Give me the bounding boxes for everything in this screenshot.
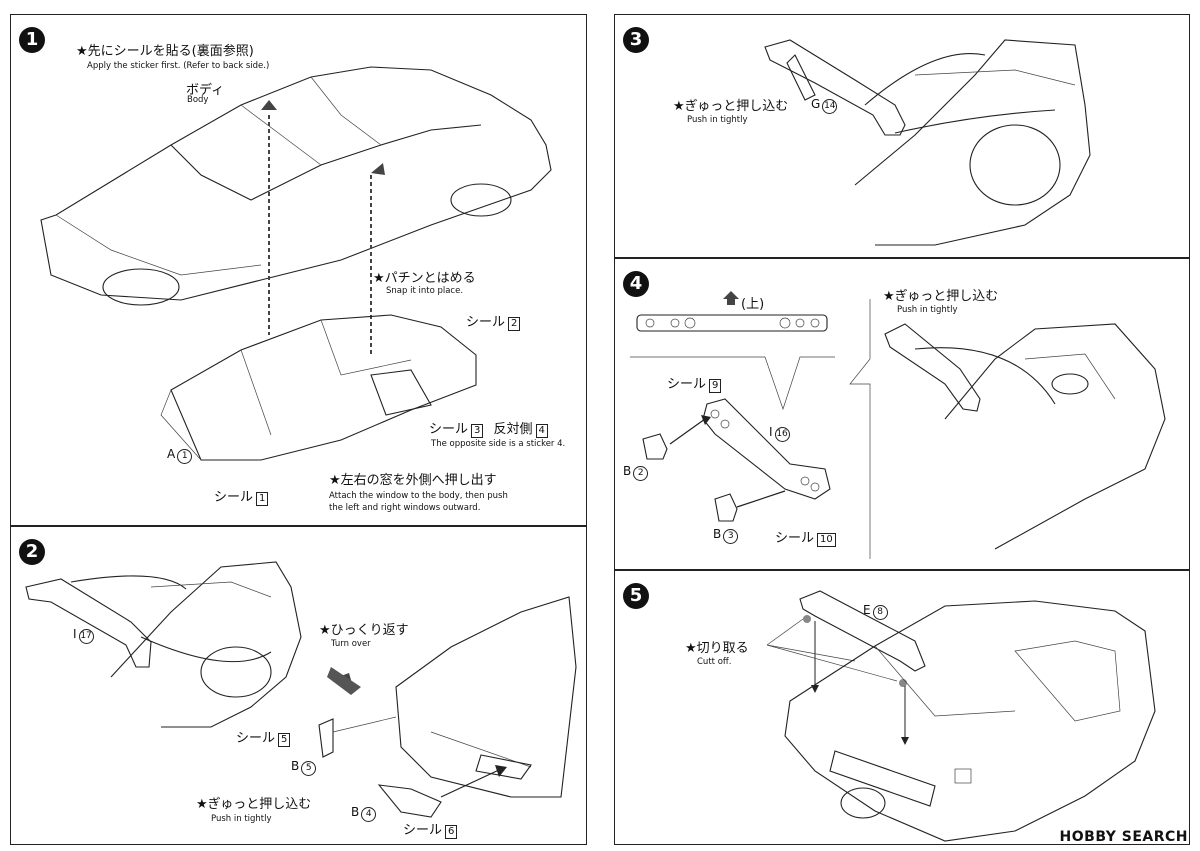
part-i-number: 17: [78, 629, 94, 644]
part-g-number: 14: [822, 99, 838, 114]
seal-1-text: シール: [214, 490, 254, 505]
seal-2-number: 2: [508, 317, 521, 331]
push-label-en-4: Push in tightly: [897, 305, 958, 315]
step-5-illustration: [766, 590, 1156, 842]
part-a-letter: A: [167, 447, 176, 461]
step-3-illustration: [764, 39, 1091, 246]
part-i16-number: 16: [774, 427, 790, 442]
part-b5-number: 5: [301, 761, 317, 776]
part-b2-letter: B: [623, 464, 632, 478]
step-1-panel: 1 ★先にシールを貼る(裏面参照) Apply the sticker firs…: [10, 14, 587, 526]
opposite-number: 4: [535, 424, 548, 438]
step-5-number: 5: [623, 583, 649, 609]
step-4-number: 4: [623, 271, 649, 297]
up-label-jp: (上): [741, 297, 765, 312]
push-label-jp-4: ★ぎゅっと押し込む: [883, 289, 999, 304]
turn-label-jp: ★ひっくり返す: [319, 623, 409, 638]
cut-label-en: Cutt off.: [697, 657, 732, 667]
seal-1-number: 1: [256, 492, 269, 506]
seal-9-number: 9: [709, 379, 722, 393]
part-b5-letter: B: [291, 759, 300, 773]
part-i-letter: I: [73, 627, 77, 641]
step-3-number: 3: [623, 27, 649, 53]
body-label-jp: ボディ: [186, 83, 225, 98]
seal-5-text: シール: [236, 731, 276, 746]
push-label-en-2: Push in tightly: [211, 814, 272, 824]
seal-10-text: シール: [775, 531, 815, 546]
part-b2-number: 2: [633, 466, 649, 481]
seal-5-number: 5: [278, 733, 291, 747]
seal-3-number: 3: [471, 424, 484, 438]
part-g-letter: G: [811, 97, 821, 111]
body-label-en: Body: [187, 95, 209, 105]
seal-10-number: 10: [817, 533, 836, 547]
part-b4-letter: B: [351, 805, 360, 819]
step-4-illustration: [630, 291, 1166, 559]
push-label-jp-2: ★ぎゅっと押し込む: [196, 797, 312, 812]
part-e-number: 8: [872, 605, 888, 620]
step-2-number: 2: [19, 539, 45, 565]
push-label-jp-3: ★ぎゅっと押し込む: [673, 99, 789, 114]
seal-9-text: シール: [667, 377, 707, 392]
seal-6-number: 6: [445, 825, 458, 839]
part-b4-number: 4: [361, 807, 377, 822]
seal-6-text: シール: [403, 823, 443, 838]
part-a-number: 1: [177, 449, 193, 464]
cut-label-jp: ★切り取る: [685, 641, 749, 656]
part-b3-number: 3: [723, 529, 739, 544]
snap-label-en: Snap it into place.: [386, 286, 464, 296]
window-label-jp: ★左右の窓を外側へ押し出す: [329, 473, 497, 488]
opposite-text: 反対側: [493, 422, 533, 437]
snap-label-jp: ★パチンとはめる: [373, 271, 476, 286]
step-2-illustration: [25, 561, 577, 818]
step-1-instruction-jp: ★先にシールを貼る(裏面参照): [76, 44, 254, 59]
step-1-instruction-en: Apply the sticker first. (Refer to back …: [87, 61, 270, 71]
seal-2-text: シール: [466, 315, 506, 330]
part-e-letter: E: [863, 603, 871, 617]
part-b3-letter: B: [713, 527, 722, 541]
step-1-number: 1: [19, 27, 45, 53]
turn-label-en: Turn over: [331, 639, 371, 649]
seal-3-text: シール: [429, 422, 469, 437]
window-label-en-2: the left and right windows outward.: [329, 503, 481, 513]
window-label-en-1: Attach the window to the body, then push: [329, 491, 508, 501]
hobby-search-watermark: HOBBY SEARCH: [1059, 829, 1188, 845]
push-label-en-3: Push in tightly: [687, 115, 748, 125]
step-1-illustration: [40, 66, 552, 461]
opposite-label-en: The opposite side is a sticker 4.: [431, 439, 566, 449]
part-i16-letter: I: [769, 425, 773, 439]
